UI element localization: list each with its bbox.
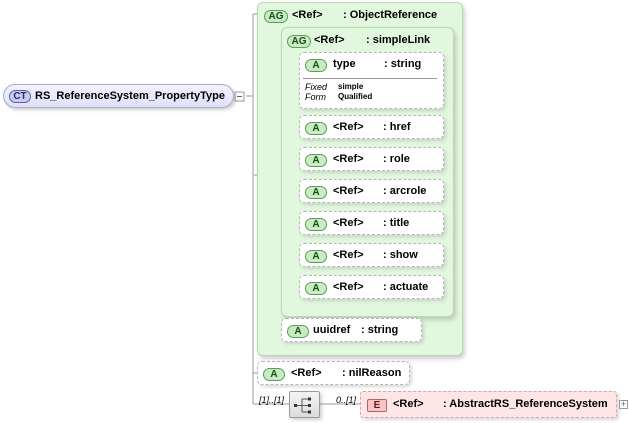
nil-reason-name: : nilReason: [342, 367, 402, 379]
attribute-ref: <Ref>: [333, 249, 364, 261]
actuate-attribute[interactable]: A <Ref> : actuate: [299, 275, 444, 299]
nil-reason-ref: <Ref>: [291, 367, 322, 379]
type-attribute-type: : string: [384, 58, 422, 70]
attribute-badge: A: [305, 122, 327, 135]
attribute-name: : role: [383, 153, 410, 165]
attribute-group-badge: AG: [287, 35, 311, 48]
type-attribute-divider: [303, 78, 437, 79]
object-reference-type: : ObjectReference: [343, 9, 438, 21]
uuidref-name: uuidref: [313, 324, 351, 336]
type-attribute[interactable]: A type : string Fixed simple Form Qualif…: [299, 52, 444, 109]
attribute-badge: A: [305, 186, 327, 199]
attribute-group-badge: AG: [264, 10, 288, 23]
attribute-name: : href: [383, 121, 411, 133]
attribute-name: : actuate: [383, 281, 429, 293]
attribute-badge: A: [305, 59, 327, 72]
element-type: : AbstractRS_ReferenceSystem: [443, 398, 608, 410]
uuidref-type: : string: [361, 324, 399, 336]
abstract-reference-system-element[interactable]: E <Ref> : AbstractRS_ReferenceSystem: [360, 391, 617, 418]
form-label: Form: [305, 92, 326, 102]
attribute-ref: <Ref>: [333, 153, 364, 165]
sequence-compositor[interactable]: [289, 391, 320, 418]
element-badge: E: [367, 399, 387, 412]
attribute-badge: A: [305, 154, 327, 167]
arcrole-attribute[interactable]: A <Ref> : arcrole: [299, 179, 444, 203]
simple-link-type: : simpleLink: [366, 34, 431, 46]
element-cardinality: 0..[1]: [336, 395, 357, 405]
sequence-icon: [294, 397, 311, 414]
attribute-badge: A: [263, 368, 285, 381]
attribute-badge: A: [305, 282, 327, 295]
show-attribute[interactable]: A <Ref> : show: [299, 243, 444, 267]
title-attribute[interactable]: A <Ref> : title: [299, 211, 444, 235]
complex-type-node[interactable]: CT RS_ReferenceSystem_PropertyType: [3, 84, 234, 108]
attribute-badge: A: [287, 325, 309, 338]
object-reference-ref: <Ref>: [292, 9, 323, 21]
attribute-ref: <Ref>: [333, 281, 364, 293]
fixed-value: simple: [338, 82, 364, 91]
fixed-label: Fixed: [305, 82, 328, 92]
complex-type-badge: CT: [9, 90, 31, 103]
attribute-name: : show: [383, 249, 418, 261]
attribute-ref: <Ref>: [333, 185, 364, 197]
sequence-cardinality: [1]..[1]: [259, 395, 285, 405]
type-attribute-name: type: [333, 58, 356, 70]
role-attribute[interactable]: A <Ref> : role: [299, 147, 444, 171]
attribute-badge: A: [305, 250, 327, 263]
attribute-ref: <Ref>: [333, 217, 364, 229]
form-value: Qualified: [338, 92, 373, 101]
complex-type-name: RS_ReferenceSystem_PropertyType: [35, 90, 225, 102]
expand-icon[interactable]: +: [619, 399, 628, 409]
attribute-badge: A: [305, 218, 327, 231]
href-attribute[interactable]: A <Ref> : href: [299, 115, 444, 139]
simple-link-ref: <Ref>: [314, 34, 345, 46]
attribute-ref: <Ref>: [333, 121, 364, 133]
element-ref: <Ref>: [393, 398, 424, 410]
attribute-name: : arcrole: [383, 185, 427, 197]
attribute-name: : title: [383, 217, 410, 229]
nil-reason-attribute[interactable]: A <Ref> : nilReason: [257, 361, 410, 385]
uuidref-attribute[interactable]: A uuidref : string: [281, 318, 422, 342]
